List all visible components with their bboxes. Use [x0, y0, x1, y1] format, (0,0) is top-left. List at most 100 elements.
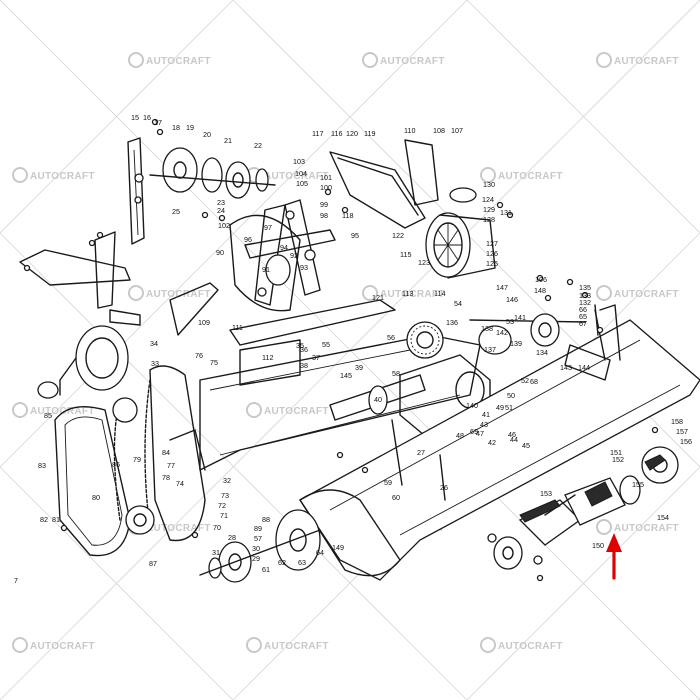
part-number: 134 — [536, 348, 548, 357]
part-number: 144 — [578, 363, 590, 372]
part-number: 63 — [298, 558, 306, 567]
part-number: 90 — [216, 248, 224, 257]
part-number: 38 — [300, 361, 308, 370]
part-number: 51 — [505, 403, 513, 412]
part-number: 136 — [446, 318, 458, 327]
part-number: 24 — [217, 206, 225, 215]
part-number: 95 — [351, 231, 359, 240]
part-number: 120 — [346, 129, 358, 138]
part-number: 141 — [514, 313, 526, 322]
part-number: 146 — [506, 295, 518, 304]
part-number: 81 — [52, 515, 60, 524]
seat-bracket — [329, 151, 426, 229]
svg-text:AUTOCRAFT: AUTOCRAFT — [498, 171, 563, 182]
part-number: 53 — [506, 317, 514, 326]
part-number: 37 — [312, 353, 320, 362]
watermark-logo: AUTOCRAFT — [12, 167, 94, 183]
part-number: 77 — [167, 461, 175, 470]
part-number: 25 — [172, 207, 180, 216]
watermark-logo: AUTOCRAFT — [12, 637, 94, 653]
watermark-logo: AUTOCRAFT — [128, 285, 210, 301]
fasteners — [23, 118, 659, 582]
part-number: 129 — [483, 205, 495, 214]
part-number: 46 — [508, 430, 516, 439]
part-number: 74 — [176, 479, 184, 488]
part-number: 103 — [293, 157, 305, 166]
part-number: 119 — [364, 129, 375, 138]
disc-155 — [275, 509, 321, 571]
part-number: 138 — [481, 324, 493, 333]
svg-text:AUTOCRAFT: AUTOCRAFT — [614, 523, 679, 534]
svg-text:AUTOCRAFT: AUTOCRAFT — [614, 289, 679, 300]
part-number: 20 — [203, 130, 211, 139]
part-number: 132 — [579, 298, 591, 307]
bearing-65 — [530, 313, 560, 347]
rod-151 — [391, 419, 403, 486]
svg-text:AUTOCRAFT: AUTOCRAFT — [146, 523, 211, 534]
part-number: 152 — [612, 455, 624, 464]
part-number: 113 — [402, 289, 413, 298]
part-number: 87 — [149, 559, 157, 568]
part-number: 17 — [154, 118, 162, 127]
part-number: 58 — [392, 369, 400, 378]
part-number: 153 — [540, 489, 552, 498]
part-number-labels: 15 16 17 18 19 20 21 22 25 24 23 102 103… — [38, 113, 692, 574]
part-number: 151 — [610, 448, 622, 457]
part-number: 137 — [484, 345, 496, 354]
part-number: 121 — [372, 293, 384, 302]
part-number: 150 — [592, 541, 604, 550]
part-number: 143 — [560, 363, 572, 372]
part-number: 100 — [320, 183, 332, 192]
part-number: 135 — [579, 283, 591, 292]
svg-text:AUTOCRAFT: AUTOCRAFT — [264, 171, 329, 182]
watermark-logo: AUTOCRAFT — [596, 519, 679, 535]
part-number: 105 — [296, 179, 308, 188]
part-number: 117 — [312, 129, 323, 138]
part-number: 60 — [392, 493, 400, 502]
watermark-logo: AUTOCRAFT — [246, 637, 329, 653]
watermark-logo: AUTOCRAFT — [362, 52, 445, 68]
part-number: 23 — [217, 198, 225, 207]
part-number: 49 — [496, 403, 504, 412]
part-number: 26 — [440, 483, 448, 492]
part-number: 18 — [172, 123, 180, 132]
part-number: 128 — [483, 215, 495, 224]
hub-flange — [162, 147, 198, 193]
gear-wheel — [406, 321, 444, 359]
watermark-logo: AUTOCRAFT — [128, 52, 210, 68]
part-number: 44 — [510, 435, 518, 444]
part-number: 71 — [220, 511, 228, 520]
part-number: 56 — [387, 333, 395, 342]
part-number: 147 — [496, 283, 508, 292]
part-number: 21 — [224, 136, 232, 145]
part-number: 126 — [486, 249, 498, 258]
svg-text:AUTOCRAFT: AUTOCRAFT — [264, 641, 329, 652]
part-number: 16 — [143, 113, 151, 122]
part-number: 108 — [433, 126, 445, 135]
part-number: 86 — [112, 460, 120, 469]
svg-text:AUTOCRAFT: AUTOCRAFT — [30, 406, 95, 417]
part-number: 47 — [476, 429, 484, 438]
part-number: 29 — [252, 554, 260, 563]
part-number: 39 — [355, 363, 363, 372]
part-number: 89 — [254, 524, 262, 533]
part-number: 114 — [434, 289, 445, 298]
part-number: 156 — [680, 437, 692, 446]
part-number: 54 — [454, 299, 462, 308]
bearing-130 — [37, 381, 59, 399]
part-number: 68 — [530, 377, 538, 386]
part-number: 118 — [342, 211, 353, 220]
svg-text:AUTOCRAFT: AUTOCRAFT — [498, 641, 563, 652]
svg-text:AUTOCRAFT: AUTOCRAFT — [264, 406, 329, 417]
cap-130 — [449, 187, 477, 203]
sprocket-lower — [125, 505, 155, 535]
part-number: 131 — [500, 208, 512, 217]
part-number: 62 — [278, 558, 286, 567]
part-number: 154 — [657, 513, 669, 522]
svg-text:AUTOCRAFT: AUTOCRAFT — [380, 56, 445, 67]
part-number: 79 — [133, 455, 141, 464]
part-number: 139 — [510, 339, 522, 348]
part-number: 125 — [486, 259, 498, 268]
